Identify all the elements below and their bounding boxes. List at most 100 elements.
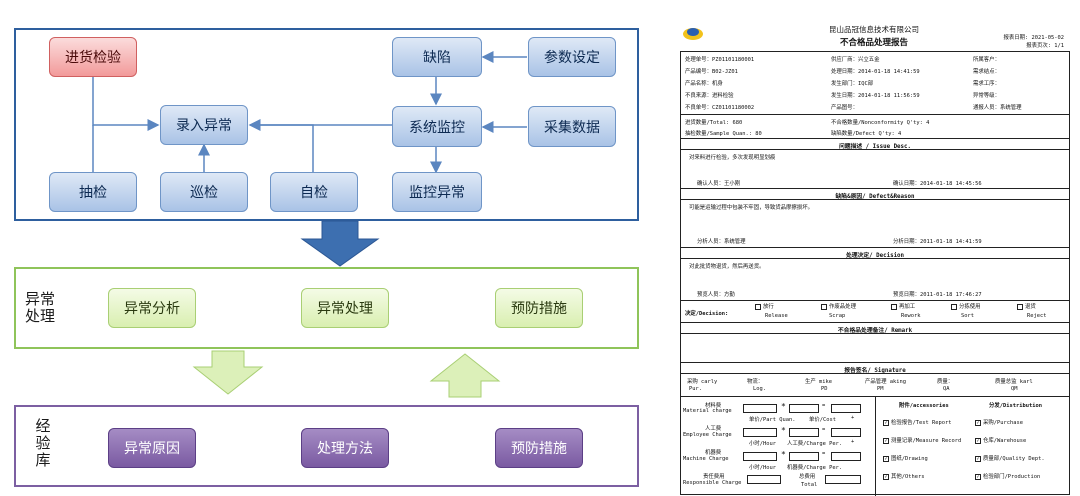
responsible-charge-input[interactable]: [747, 475, 781, 484]
sig-purchase: 采购 carly: [687, 379, 718, 385]
cost-labor-en: Employee Charge: [683, 432, 732, 438]
field: 不良来源：进料检验: [685, 93, 734, 99]
defect-text: 可能是运输过程中包装不牢固，导致货品摩擦损坏。: [689, 205, 813, 211]
distribution-item[interactable]: ✓采购/Purchase: [975, 419, 1023, 426]
cost-material-en: Material charge: [683, 408, 732, 414]
accessory-item[interactable]: ✓检验报告/Test Report: [883, 419, 952, 426]
accessory-item[interactable]: ✓测量记录/Measure Record: [883, 437, 962, 444]
sig-production: 生产 mike: [805, 379, 833, 385]
machine-rate-label: 机器费/Charge Per.: [787, 465, 843, 471]
field: 处理单号：PZ01101180001: [685, 57, 755, 63]
plus-sign: +: [851, 415, 855, 421]
node-patrol: 巡检: [160, 172, 248, 212]
labor-rate-label: 人工费/Charge Per.: [787, 441, 843, 447]
decision-person: 预览人员：方勤: [697, 292, 735, 298]
option-release-en: Release: [765, 313, 788, 319]
field: 进货数量/Total: 680: [685, 120, 743, 126]
labor-total-input[interactable]: [831, 428, 861, 437]
cost-material: 材料费: [705, 403, 722, 409]
option-release[interactable]: 放行: [755, 302, 774, 310]
option-scrap[interactable]: 作废品处理: [821, 302, 856, 310]
node-record-exception: 录入异常: [160, 105, 248, 145]
material-price-input[interactable]: [789, 404, 819, 413]
accessory-item[interactable]: ✓其他/Others: [883, 473, 925, 480]
total-charge-input[interactable]: [825, 475, 861, 484]
signature-header: 报告签名/ Signature: [844, 368, 906, 374]
cost-label: 单价/Cost: [809, 417, 837, 423]
remark-header: 不合格品处理备注/ Remark: [837, 328, 913, 334]
field: 通报人员：系统管理: [973, 105, 1022, 111]
distribution-item[interactable]: ✓检验部门/Production: [975, 473, 1041, 480]
decision-header: 处理决定/ Decision: [845, 253, 905, 259]
field: 处理日期：2014-01-18 14:41:59: [831, 69, 920, 75]
node-monitoring-exception: 监控异常: [392, 172, 482, 212]
connector-incoming-to-record: [92, 77, 160, 131]
report-pages: 报表页次: 1/1: [1026, 43, 1064, 49]
equal-sign: =: [822, 427, 826, 433]
node-preventive-measures: 预防措施: [495, 288, 583, 328]
option-sort[interactable]: 分拣使用: [951, 302, 981, 310]
unit-price-label: 单价/Part Quan.: [749, 417, 796, 423]
field: 需求结点：: [973, 69, 1000, 75]
option-scrap-en: Scrap: [829, 313, 846, 319]
labor-rate-input[interactable]: [789, 428, 819, 437]
option-rework[interactable]: 再加工: [891, 302, 915, 310]
nonconforming-report: 昆山品冠信息技术有限公司 不合格品处理报告 报表日期: 2021-05-02 报…: [676, 14, 1072, 496]
report-title: 不合格品处理报告: [839, 38, 908, 48]
option-reject[interactable]: 退货: [1017, 302, 1036, 310]
accessory-item[interactable]: ✓图纸/Drawing: [883, 455, 928, 462]
option-rework-en: Rework: [901, 313, 921, 319]
field: 产品编号：B02-JZ01: [685, 69, 738, 75]
node-exception-cause: 异常原因: [108, 428, 196, 468]
sig-pd: PD: [821, 386, 828, 392]
machine-total-input[interactable]: [831, 452, 861, 461]
cost-responsible: 责任费用: [703, 474, 725, 480]
sig-logistics: 物流：: [747, 379, 764, 385]
field: 不良单号：CZ01101180002: [685, 105, 755, 111]
decision-label: 决定/Decision:: [685, 311, 729, 317]
cost-machine-en: Machine Charge: [683, 456, 729, 462]
report-date: 报表日期: 2021-05-02: [1003, 35, 1064, 41]
node-handling-method: 处理方法: [301, 428, 389, 468]
node-exception-handling: 异常处理: [301, 288, 389, 328]
sig-quality-director: 质量总监 karl: [995, 379, 1033, 385]
node-parameter-setting: 参数设定: [528, 37, 616, 77]
labor-hours-input[interactable]: [743, 428, 777, 437]
cost-total-en: Total: [801, 482, 818, 488]
machine-rate-input[interactable]: [789, 452, 819, 461]
defect-person: 分析人员：系统管理: [697, 239, 746, 245]
cost-total: 总费用: [799, 474, 816, 480]
material-total-input[interactable]: [831, 404, 861, 413]
sig-log: Log.: [753, 386, 766, 392]
node-system-monitoring: 系统监控: [392, 106, 482, 147]
field: 不合格数量/Nonconformity Q'ty: 4: [831, 120, 930, 126]
material-qty-input[interactable]: [743, 404, 777, 413]
equal-sign: =: [822, 403, 826, 409]
company-logo-icon: [683, 28, 703, 40]
field: 发生日期：2014-01-18 11:56:59: [831, 93, 920, 99]
hour-label: 小时/Hour: [749, 465, 777, 471]
cost-labor: 人工费: [705, 426, 722, 432]
field: 抽检数量/Sample Quan.: 80: [685, 131, 762, 137]
machine-hours-input[interactable]: [743, 452, 777, 461]
node-incoming-inspection: 进货检验: [49, 37, 137, 77]
field: 异常等级：: [973, 93, 1000, 99]
sig-pur: Pur.: [689, 386, 702, 392]
green-down-arrow: [192, 350, 264, 395]
distribution-item[interactable]: ✓仓库/Warehouse: [975, 437, 1027, 444]
connector-self-to-record: [248, 119, 314, 172]
cost-responsible-en: Responsible Charge: [683, 480, 742, 486]
distribution-item[interactable]: ✓质量部/Quality Dept.: [975, 455, 1045, 462]
company-name: 昆山品冠信息技术有限公司: [829, 25, 919, 34]
defect-header: 缺陷&原因/ Defect&Reason: [835, 194, 915, 200]
field: 需求工序：: [973, 81, 1000, 87]
field: 产品图号：: [831, 105, 858, 111]
big-down-arrow: [300, 220, 380, 267]
exception-handling-label: 异常处理: [24, 290, 55, 325]
sig-pm: PM: [877, 386, 884, 392]
node-self-check: 自检: [270, 172, 358, 212]
node-library-preventive-measures: 预防措施: [495, 428, 583, 468]
sig-quality: 质量：: [937, 379, 954, 385]
field: 产品名称：机身: [685, 81, 723, 87]
hour-label: 小时/Hour: [749, 441, 777, 447]
